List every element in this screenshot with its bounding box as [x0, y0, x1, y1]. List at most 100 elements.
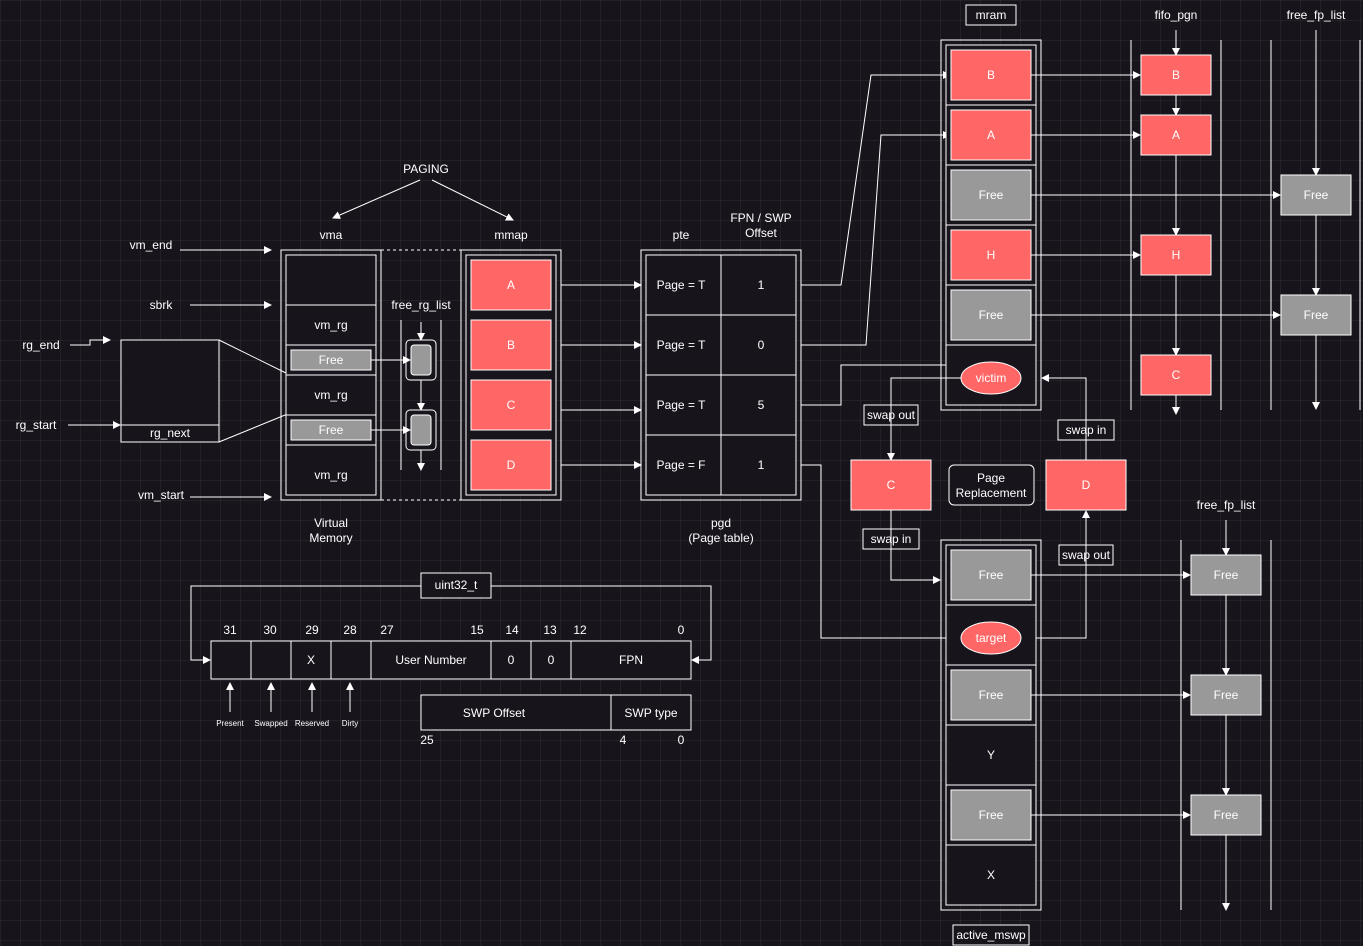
mram-cell [950, 229, 1032, 281]
target-label: target [976, 631, 1007, 645]
region-line-bottom [218, 412, 291, 443]
paging-section: PAGING vma mmap vm_end sbrk rg_end rg_st… [16, 162, 642, 545]
fifo-cell-label: H [1172, 248, 1181, 262]
mram-outer [940, 39, 1042, 411]
mswp-cell-label: X [987, 868, 995, 882]
pte-frame-value: 5 [758, 398, 765, 412]
fifo-section: fifo_pgn B A H C [1130, 8, 1222, 415]
free-fp-bottom-cell [1190, 794, 1262, 836]
mmap-cell [470, 319, 552, 371]
swap-d-label: D [1082, 478, 1091, 492]
fifo-cell-label: A [1172, 128, 1180, 142]
flag-label: Reserved [295, 719, 329, 728]
swap-c-label: C [887, 478, 896, 492]
rg-end-arrow [70, 336, 111, 346]
bit-number: 27 [380, 623, 394, 637]
pte-format-section: uint32_t 31 30 29 28 27 15 14 13 12 0 X … [190, 572, 712, 747]
d-to-victim-arrow [1041, 374, 1087, 460]
mmap-cell [470, 379, 552, 431]
mram-cell-label: H [987, 248, 996, 262]
fifo-cell [1140, 54, 1212, 96]
free-rg-node-fill [410, 414, 432, 446]
uint32-bracket-left [190, 585, 421, 664]
free-fp-bottom-cell-label: Free [1214, 688, 1239, 702]
sbrk-label: sbrk [150, 298, 174, 312]
bit-number: 28 [343, 623, 357, 637]
virtual-memory-label: Memory [309, 531, 352, 545]
vma-cell-label: vm_rg [314, 388, 347, 402]
free-fp-bottom-cell-label: Free [1214, 808, 1239, 822]
free-fp-title: free_fp_list [1287, 8, 1346, 22]
fifo-cell-label: C [1172, 368, 1181, 382]
page-replacement-label: Replacement [956, 486, 1027, 500]
fifo-cell-label: B [1172, 68, 1180, 82]
free-rg-list-label: free_rg_list [391, 298, 451, 312]
vma-cell-label: Free [319, 353, 344, 367]
bit-number: 14 [505, 623, 519, 637]
swp-field: SWP type [624, 706, 677, 720]
bit-number: 13 [543, 623, 557, 637]
vma-label: vma [320, 228, 343, 242]
vm-start-label: vm_start [138, 488, 185, 502]
rg-start-label: rg_start [16, 418, 57, 432]
bit-number: 12 [573, 623, 587, 637]
pte-page-flag: Page = T [657, 278, 706, 292]
rg-next-label: rg_next [150, 426, 191, 440]
pte-frame-value: 1 [758, 458, 765, 472]
bit-number: 29 [305, 623, 319, 637]
free-fp-cell [1280, 174, 1352, 216]
active-mswp-section: Free target Free Y Free X active_mswp [940, 539, 1191, 946]
active-mswp-outer [940, 539, 1042, 911]
page-replacement-box [948, 464, 1035, 506]
mram-cell [950, 289, 1032, 341]
swp-field: SWP Offset [463, 706, 526, 720]
mram-cell [950, 169, 1032, 221]
mmap-label: mmap [494, 228, 528, 242]
vma-outer [280, 249, 382, 501]
swp-row [420, 694, 692, 731]
pte-page-flag: Page = F [656, 458, 705, 472]
vma-cell-label: vm_rg [314, 468, 347, 482]
bit-number: 0 [678, 623, 685, 637]
vm-end-label: vm_end [130, 238, 173, 252]
free-fp-cell-label: Free [1304, 188, 1329, 202]
mswp-cell-label: Y [987, 748, 995, 762]
virtual-memory-label: Virtual [314, 516, 348, 530]
mswp-cell [950, 669, 1032, 721]
mswp-cell-label: Free [979, 568, 1004, 582]
fifo-title: fifo_pgn [1155, 8, 1198, 22]
mram-section: mram B A Free H Free victim [940, 4, 1281, 411]
free-fp-bottom-cell [1190, 554, 1262, 596]
free-fp-bottom-section: free_fp_list Free Free Free [1180, 498, 1272, 911]
active-mswp-title: active_mswp [956, 928, 1026, 942]
swp-bit: 0 [678, 733, 685, 747]
pte-target-arrow [801, 464, 962, 642]
region-line-top [218, 339, 291, 376]
pte-mram-arrow [801, 71, 951, 286]
fifo-cell [1140, 354, 1212, 396]
mmap-outer [460, 249, 562, 501]
flag-label: Swapped [254, 719, 287, 728]
bit-number: 31 [223, 623, 237, 637]
mmap-cell-label: D [507, 458, 516, 472]
bit-number: 30 [263, 623, 277, 637]
mram-title: mram [976, 8, 1007, 22]
mmap-cell [470, 259, 552, 311]
pte-label: pte [673, 228, 690, 242]
paging-arrow-vma [332, 179, 421, 219]
free-fp-top-section: free_fp_list Free Free [1270, 8, 1361, 410]
swp-bit: 25 [420, 733, 434, 747]
pte-frame-value: 1 [758, 278, 765, 292]
mmap-cell [470, 439, 552, 491]
flag-label: Present [216, 719, 244, 728]
pgd-label: (Page table) [688, 531, 753, 545]
mram-cell [950, 49, 1032, 101]
bit-field: 0 [508, 653, 515, 667]
paging-arrow-mmap [431, 179, 514, 221]
mram-cell-label: Free [979, 188, 1004, 202]
flag-label: Dirty [342, 719, 358, 728]
mmap-cell-label: B [507, 338, 515, 352]
rg-end-label: rg_end [22, 338, 59, 352]
